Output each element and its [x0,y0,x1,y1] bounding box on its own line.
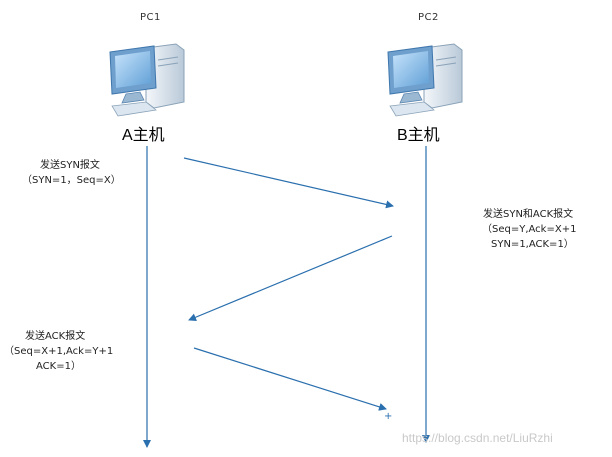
ack-title: 发送ACK报文 [25,331,86,342]
synack-detail-2: SYN=1,ACK=1） [491,239,574,250]
syn-arrow [183,157,394,209]
synack-title: 发送SYN和ACK报文 [483,209,574,220]
pc2-label: PC2 [418,12,439,23]
syn-detail: （SYN=1，Seq=X） [22,175,121,186]
watermark: https://blog.csdn.net/LiuRzhi [402,431,553,445]
synack-detail-1: （Seq=Y,Ack=X+1 [482,224,577,235]
ack-detail-1: （Seq=X+1,Ack=Y+1 [4,346,114,357]
ack-detail-2: ACK=1） [36,361,81,372]
syn-title: 发送SYN报文 [40,160,100,171]
computer-icon [387,43,463,117]
host-a-label: A主机 [122,127,165,144]
pc1-label: PC1 [140,12,161,23]
computer-icon [109,43,185,117]
host-b-label: B主机 [397,127,440,144]
cursor-mark: + [384,411,392,422]
synack-arrow [188,235,393,322]
ack-arrow [193,347,387,411]
